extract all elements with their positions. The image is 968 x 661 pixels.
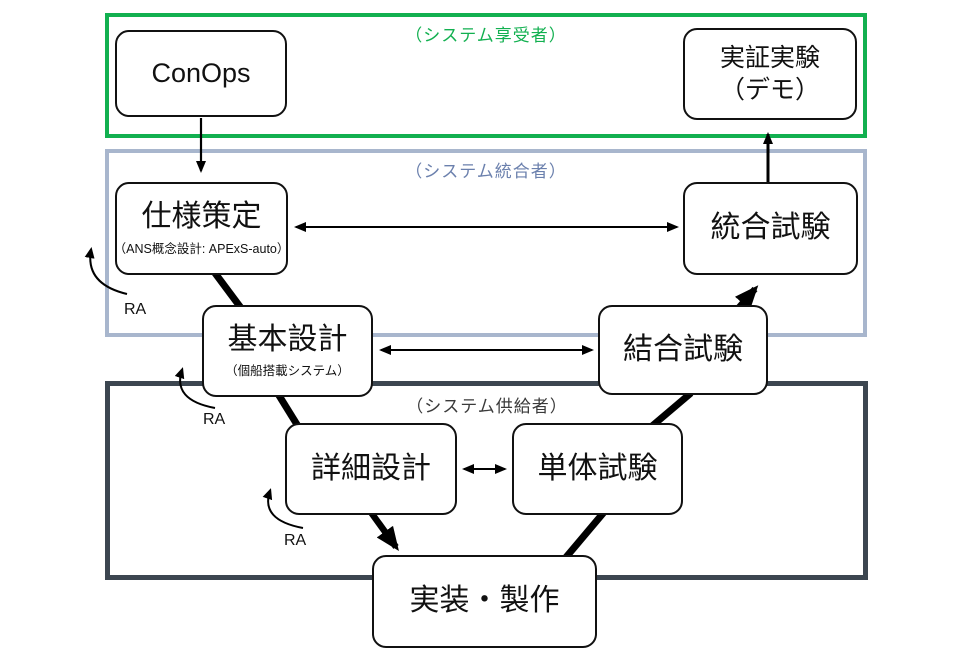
node-implementation-title: 実装・製作 [409, 584, 560, 618]
ra-label-basic-design: RA [203, 411, 226, 428]
zone-label-integrator: （システム統合者） [405, 162, 567, 181]
node-unit-test-title: 単体試験 [537, 451, 658, 485]
node-detailed-design: 詳細設計 [285, 423, 457, 515]
zone-system-integrator [105, 149, 867, 337]
node-spec-title: 仕様策定 [141, 200, 262, 234]
node-integration-test: 統合試験 [683, 182, 858, 275]
node-basic-design-title: 基本設計 [227, 322, 348, 356]
node-demo-title-line2: （デモ） [719, 76, 820, 104]
node-demo-title-line1: 実証実験 [719, 43, 820, 72]
node-conops-title: ConOps [151, 58, 251, 88]
ra-label-spec: RA [124, 301, 147, 318]
node-basic-design-subtitle: （個船搭載システム） [225, 364, 350, 379]
node-basic-design: 基本設計 （個船搭載システム） [202, 305, 373, 397]
zone-label-beneficiary: （システム享受者） [405, 26, 567, 45]
node-spec: 仕様策定 （ANS概念設計: APExS-auto） [113, 182, 290, 275]
node-implementation: 実装・製作 [372, 555, 597, 648]
node-conops: ConOps [115, 30, 287, 117]
node-unit-test: 単体試験 [512, 423, 683, 515]
node-combined-test: 結合試験 [598, 305, 768, 395]
node-spec-subtitle: （ANS概念設計: APExS-auto） [113, 241, 290, 256]
zone-label-supplier: （システム供給者） [406, 397, 568, 416]
node-integration-test-title: 統合試験 [710, 211, 831, 245]
node-demo: 実証実験 （デモ） [683, 28, 857, 120]
node-combined-test-title: 結合試験 [623, 332, 743, 366]
ra-label-detailed-design: RA [284, 532, 307, 549]
node-detailed-design-title: 詳細設計 [311, 451, 431, 485]
zone-system-beneficiary [105, 13, 867, 138]
